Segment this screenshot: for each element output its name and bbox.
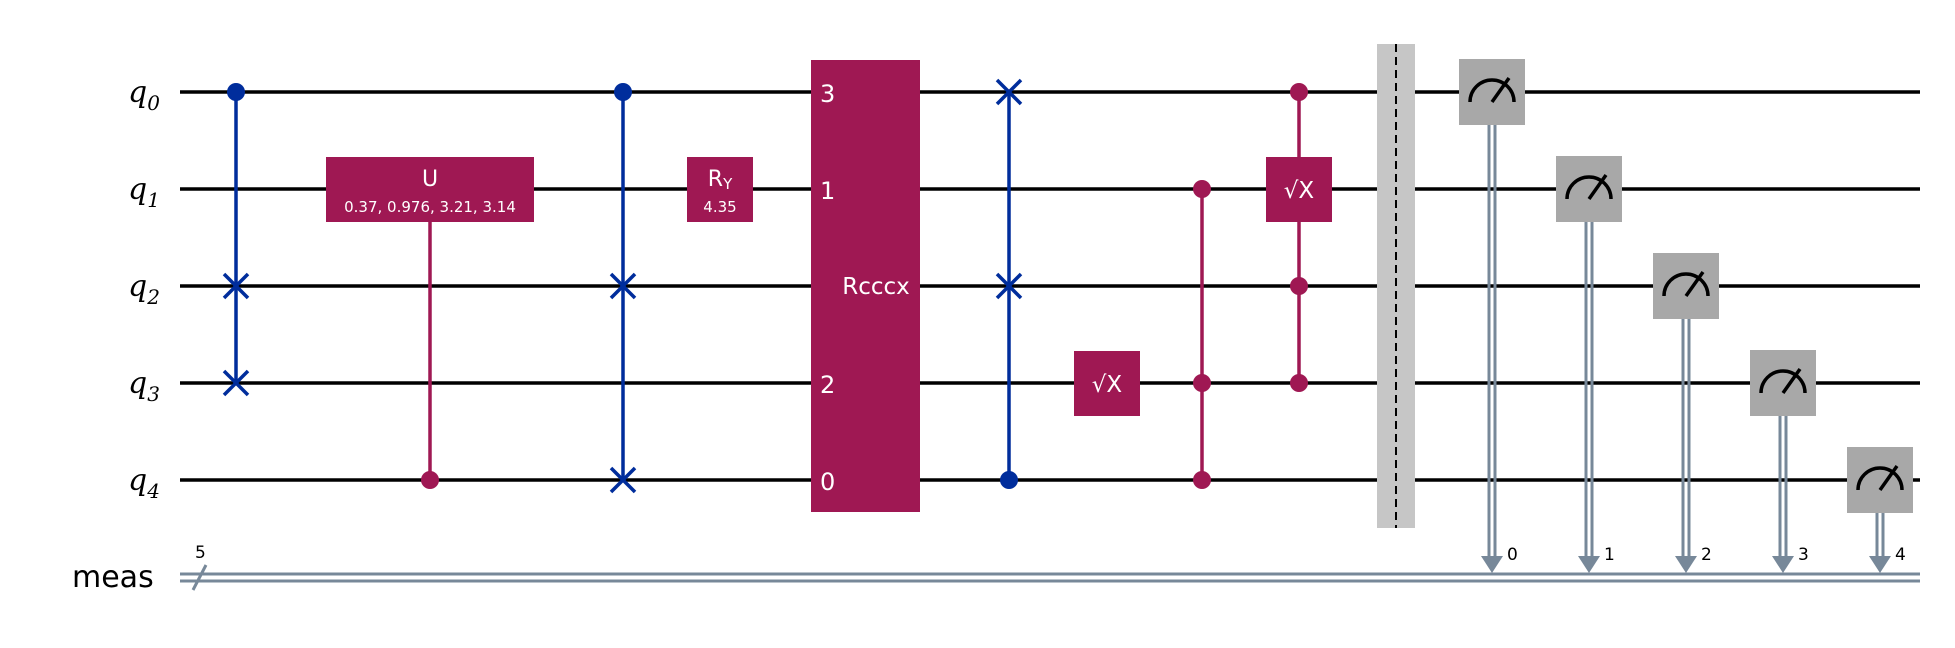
controlled-u-gate: U 0.37, 0.976, 3.21, 3.14 (326, 157, 534, 489)
sx-gate-q3: √X (1074, 351, 1140, 416)
classical-bit-index: 0 (1507, 545, 1518, 565)
control-dot (421, 471, 439, 489)
classical-wire: 5 (180, 543, 1920, 591)
multi-controlled-z-gate (1193, 180, 1211, 489)
svg-text:RY: RY (708, 167, 733, 193)
measure-gate-q0: 0 (1459, 59, 1525, 573)
qubit-label-q0: q0 (128, 75, 160, 115)
measure-box (1556, 156, 1622, 222)
controlled-sx-gate-q1: √X (1266, 83, 1332, 392)
measurements: 0 1 2 3 4 (1459, 59, 1913, 573)
control-dot (1193, 471, 1211, 489)
control-dot (1290, 374, 1308, 392)
arrow-down-icon (1772, 556, 1794, 573)
measure-box (1847, 447, 1913, 513)
meter-icon (1662, 270, 1710, 298)
measure-gate-q4: 4 (1847, 447, 1913, 573)
arrow-down-icon (1481, 556, 1503, 573)
measure-gate-q1: 1 (1556, 156, 1622, 573)
rcccx-gate-box (811, 60, 920, 512)
meter-icon (1856, 464, 1904, 492)
control-dot (1193, 374, 1211, 392)
ry-gate-param: 4.35 (703, 198, 736, 216)
rcccx-pin-q1: 1 (820, 177, 835, 205)
rcccx-gate: 3 1 2 0 Rcccx (811, 60, 920, 512)
control-dot (1290, 277, 1308, 295)
sx-gate-label: √X (1092, 372, 1123, 398)
swap-cross-icon (995, 272, 1023, 300)
swap-cross-icon (609, 272, 637, 300)
classical-bit-index: 4 (1895, 545, 1906, 565)
arrow-down-icon (1675, 556, 1697, 573)
measure-box (1750, 350, 1816, 416)
control-dot (614, 83, 632, 101)
rcccx-pin-q3: 2 (820, 371, 835, 399)
ry-gate-label: R (708, 167, 723, 192)
arrow-down-icon (1578, 556, 1600, 573)
barrier (1377, 44, 1415, 528)
rcccx-pin-q4: 0 (820, 468, 835, 496)
rcccx-pin-q0: 3 (820, 80, 835, 108)
measure-gate-q2: 2 (1653, 253, 1719, 573)
control-dot (1000, 471, 1018, 489)
qubit-labels: q0 q1 q2 q3 q4 meas (72, 75, 160, 595)
swap-cross-icon (222, 272, 250, 300)
classical-register-label: meas (72, 560, 154, 595)
u-gate-params: 0.37, 0.976, 3.21, 3.14 (344, 198, 516, 216)
arrow-down-icon (1869, 556, 1891, 573)
ry-gate-subscript: Y (722, 175, 733, 193)
classical-bit-index: 2 (1701, 545, 1712, 565)
ry-gate: RY 4.35 (687, 157, 753, 222)
qubit-label-q2: q2 (128, 269, 160, 309)
qubit-label-q1: q1 (128, 172, 160, 212)
swap-gate-q2-q4 (609, 83, 637, 494)
qubit-label-q3: q3 (128, 366, 160, 406)
rcccx-gate-label: Rcccx (842, 274, 910, 300)
swap-cross-icon (995, 78, 1023, 106)
meter-icon (1565, 173, 1613, 201)
u-gate-box (326, 157, 534, 222)
measure-gate-q3: 3 (1750, 350, 1816, 573)
swap-cross-icon (609, 466, 637, 494)
swap-gate-q0-q2 (995, 78, 1023, 489)
control-dot (227, 83, 245, 101)
classical-register-size: 5 (195, 543, 206, 563)
u-gate-label: U (422, 167, 438, 192)
qubit-label-q4: q4 (128, 463, 160, 503)
swap-gate-q2-q3 (222, 83, 250, 397)
measure-box (1459, 59, 1525, 125)
control-dot (1193, 180, 1211, 198)
swap-cross-icon (222, 369, 250, 397)
meter-icon (1468, 76, 1516, 104)
control-dot (1290, 83, 1308, 101)
sx-gate-label: √X (1284, 178, 1315, 204)
measure-box (1653, 253, 1719, 319)
meter-icon (1759, 367, 1807, 395)
bus-slash-icon (191, 564, 208, 591)
classical-bit-index: 1 (1604, 545, 1615, 565)
classical-bit-index: 3 (1798, 545, 1809, 565)
